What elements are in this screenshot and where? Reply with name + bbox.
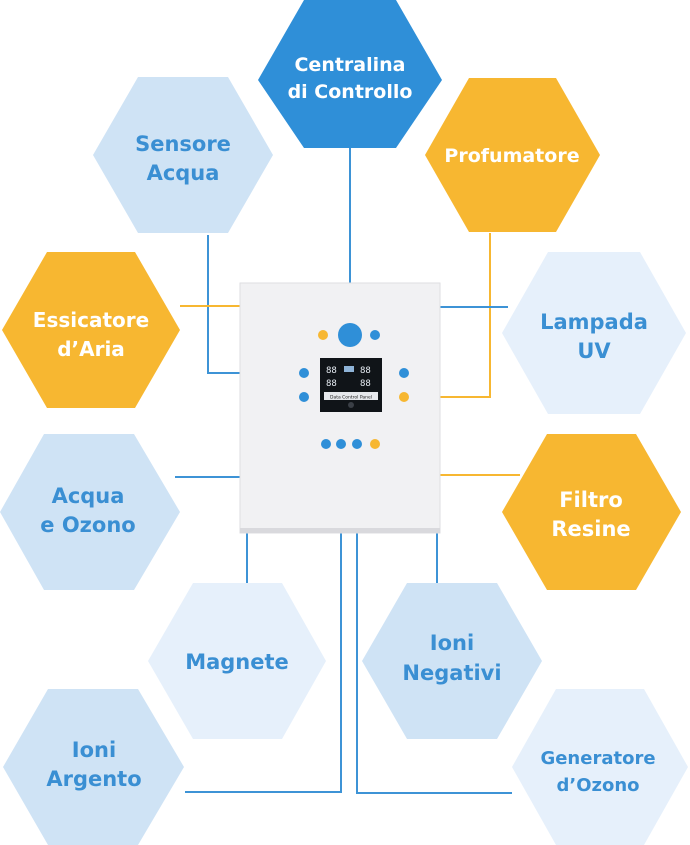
hex-filtro-label-2: Resine xyxy=(551,517,630,541)
lcd-digits-left-2: 88 xyxy=(326,379,337,389)
hex-lampada-shape xyxy=(502,252,686,414)
hex-centralina-label-2: di Controllo xyxy=(288,81,413,103)
connector-generatore xyxy=(356,445,512,794)
hex-ioni-negativi-label-1: Ioni xyxy=(430,631,474,655)
port-magnete xyxy=(299,392,309,402)
hex-magnete-label-1: Magnete xyxy=(185,650,289,674)
hex-acqua-ozono[interactable]: Acqua e Ozono xyxy=(0,434,180,590)
lcd-strip xyxy=(324,392,378,400)
hex-centralina-label-1: Centralina xyxy=(294,54,405,76)
port-generatore xyxy=(352,439,362,449)
hex-lampada-label-2: UV xyxy=(577,339,611,363)
hex-ioni-argento[interactable]: Ioni Argento xyxy=(3,689,184,845)
hex-filtro-label-1: Filtro xyxy=(559,488,623,512)
hex-generatore[interactable]: Generatore d’Ozono xyxy=(512,689,688,845)
hex-essicatore-label-1: Essicatore xyxy=(33,308,149,332)
lcd-signal-icon xyxy=(344,366,354,372)
hex-profumatore-shape xyxy=(425,78,600,232)
hex-lampada[interactable]: Lampada UV xyxy=(502,252,686,414)
hex-magnete-shape xyxy=(148,583,326,739)
port-lampada xyxy=(370,330,380,340)
control-panel: 88 88 88 88 Data Control Panel xyxy=(239,282,441,534)
lcd-digits-right-2: 88 xyxy=(360,379,371,389)
port-essicatore xyxy=(318,330,328,340)
port-profumatore xyxy=(399,392,409,402)
port-sensore xyxy=(299,368,309,378)
main-knob[interactable] xyxy=(338,323,362,347)
hex-sensore-label-2: Acqua xyxy=(147,161,220,185)
hex-ioni-argento-label-2: Argento xyxy=(46,767,141,791)
panel-brand: Data Control Panel xyxy=(330,395,372,401)
hex-essicatore-label-2: d’Aria xyxy=(57,337,125,361)
hex-ioni-negativi-label-2: Negativi xyxy=(402,661,501,685)
panel-shadow xyxy=(240,528,440,533)
hex-ioni-argento-label-1: Ioni xyxy=(72,738,116,762)
hex-acqua-ozono-label-2: e Ozono xyxy=(40,513,135,537)
port-filtro xyxy=(370,439,380,449)
hex-sensore-shape xyxy=(93,77,273,233)
lcd-digits-right: 88 xyxy=(360,366,371,376)
hex-ioni-argento-shape xyxy=(3,689,184,845)
lcd-digits-left: 88 xyxy=(326,366,337,376)
hex-magnete[interactable]: Magnete xyxy=(148,583,326,739)
hex-lampada-label-1: Lampada xyxy=(540,310,648,334)
lcd-power-button[interactable] xyxy=(348,402,354,408)
hex-filtro[interactable]: Filtro Resine xyxy=(502,434,681,590)
hex-profumatore[interactable]: Profumatore xyxy=(425,78,600,232)
hex-essicatore[interactable]: Essicatore d’Aria xyxy=(2,252,180,408)
port-ioni-argento xyxy=(336,439,346,449)
hex-generatore-shape xyxy=(512,689,688,845)
hex-profumatore-label-1: Profumatore xyxy=(444,145,579,167)
hex-centralina[interactable]: Centralina di Controllo xyxy=(258,0,442,148)
port-ioni-negativi xyxy=(399,368,409,378)
port-acqua-ozono xyxy=(321,439,331,449)
hex-acqua-ozono-label-1: Acqua xyxy=(52,484,125,508)
hex-sensore[interactable]: Sensore Acqua xyxy=(93,77,273,233)
connector-ioni-argento xyxy=(185,445,342,793)
hex-sensore-label-1: Sensore xyxy=(135,132,231,156)
hex-ioni-negativi-shape xyxy=(362,583,542,739)
hex-filtro-shape xyxy=(502,434,681,590)
hex-generatore-label-1: Generatore xyxy=(540,748,655,769)
hex-ioni-negativi[interactable]: Ioni Negativi xyxy=(362,583,542,739)
hex-generatore-label-2: d’Ozono xyxy=(556,775,639,796)
hex-acqua-ozono-shape xyxy=(0,434,180,590)
hex-essicatore-shape xyxy=(2,252,180,408)
hex-centralina-shape xyxy=(258,0,442,148)
